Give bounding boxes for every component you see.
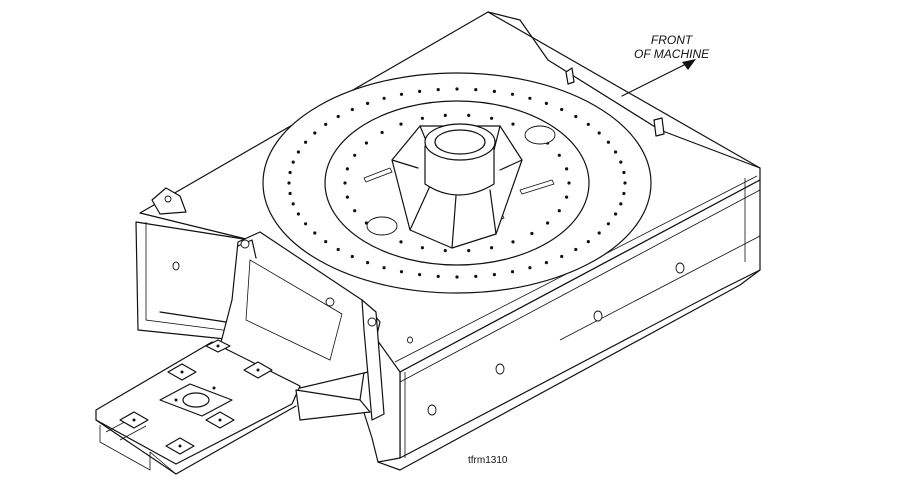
outer-bolt-hole: [619, 160, 623, 164]
outer-bolt-hole: [606, 140, 611, 144]
inner-bolt-hole: [511, 122, 515, 126]
inner-bolt-hole: [530, 231, 534, 236]
outer-bolt-hole: [418, 89, 422, 93]
outer-bolt-hole: [544, 101, 549, 105]
outer-bolt-hole: [560, 254, 564, 259]
outer-bolt-hole: [528, 266, 532, 270]
inner-bolt-hole: [565, 195, 569, 199]
outer-bolt-hole: [287, 181, 291, 185]
inner-bolt-hole: [364, 141, 368, 145]
outer-bolt-hole: [544, 261, 549, 265]
front-label-line1: FRONT: [650, 33, 693, 47]
outer-bolt-hole: [455, 87, 459, 91]
inner-bolt-hole: [490, 246, 494, 250]
outer-bolt-hole: [510, 270, 515, 274]
inner-bolt-hole: [399, 122, 403, 126]
outer-bolt-hole: [324, 122, 328, 126]
outer-bolt-hole: [382, 266, 386, 270]
inner-bolt-hole: [399, 240, 403, 244]
outer-bolt-hole: [313, 131, 317, 135]
inner-bolt-hole: [420, 246, 424, 250]
outer-bolt-hole: [614, 212, 618, 216]
outer-bolt-hole: [291, 160, 295, 164]
outer-bolt-hole: [350, 107, 354, 112]
outer-bolt-hole: [606, 222, 611, 226]
outer-bolt-hole: [418, 273, 422, 277]
outer-bolt-hole: [474, 88, 478, 92]
outer-bolt-hole: [614, 150, 618, 154]
outer-bolt-hole: [291, 202, 295, 206]
outer-bolt-hole: [492, 89, 496, 93]
outer-bolt-hole: [619, 202, 623, 206]
outer-bolt-hole: [492, 273, 496, 277]
outer-bolt-hole: [586, 122, 590, 126]
outer-bolt-hole: [623, 181, 627, 185]
outer-bolt-hole: [474, 274, 478, 278]
front-of-machine-label: FRONT OF MACHINE: [634, 33, 709, 61]
boom-foot-bracket: [219, 231, 413, 421]
inner-bolt-hole: [490, 116, 494, 120]
side-wall-holes: [427, 262, 685, 416]
outer-bolt-hole: [574, 114, 578, 119]
inner-bolt-hole: [546, 221, 550, 225]
inner-bolt-hole: [353, 153, 357, 157]
outer-bolt-hole: [586, 240, 590, 244]
inner-bolt-hole: [353, 209, 357, 213]
outer-bolt-hole: [324, 240, 328, 244]
boom-mount-box: [135, 187, 251, 341]
outer-bolt-hole: [296, 150, 300, 154]
outer-bolt-hole: [399, 92, 404, 96]
outer-bolt-hole: [304, 222, 308, 226]
outer-bolt-hole: [382, 96, 386, 100]
front-direction-arrow: [621, 59, 696, 97]
inner-bolt-hole: [557, 153, 561, 157]
outer-bolt-hole: [399, 270, 404, 274]
outer-bolt-hole: [597, 231, 601, 235]
inner-bolt-hole: [467, 113, 471, 117]
outer-bolt-hole: [455, 275, 459, 279]
outer-bolt-hole: [436, 88, 440, 92]
outer-bolt-hole: [436, 274, 440, 278]
outer-bolt-circle: [287, 87, 627, 279]
center-pivot-post: [391, 123, 523, 249]
outer-bolt-hole: [288, 191, 292, 196]
outer-bolt-hole: [560, 107, 564, 112]
front-label-line2: OF MACHINE: [634, 47, 710, 61]
outer-bolt-hole: [366, 101, 370, 105]
inner-bolt-hole: [443, 249, 447, 253]
inner-bolt-hole: [567, 181, 571, 185]
outer-bolt-hole: [304, 140, 308, 144]
outer-bolt-hole: [336, 247, 340, 252]
inner-bolt-hole: [345, 167, 349, 171]
outer-bolt-hole: [622, 170, 626, 175]
inner-bolt-hole: [557, 209, 561, 213]
outer-bolt-hole: [313, 231, 317, 235]
inner-bolt-hole: [443, 113, 447, 117]
outer-bolt-hole: [288, 170, 292, 175]
inner-bolt-hole: [565, 167, 569, 171]
inner-bolt-hole: [420, 116, 424, 120]
inner-bolt-hole: [467, 249, 471, 253]
outer-bolt-hole: [622, 191, 626, 196]
outer-bolt-hole: [366, 261, 370, 265]
outer-bolt-hole: [574, 247, 578, 252]
inner-bolt-hole: [345, 195, 349, 199]
outer-bolt-hole: [597, 131, 601, 135]
outer-bolt-hole: [528, 96, 532, 100]
inner-bolt-hole: [511, 240, 515, 244]
outer-bolt-hole: [336, 114, 340, 119]
outer-bolt-hole: [350, 254, 354, 259]
outer-bolt-hole: [510, 92, 515, 96]
drawing-id-label: tfrm1310: [468, 455, 508, 466]
platform-pads: [119, 339, 273, 455]
lifting-lugs: [565, 67, 665, 137]
outer-bolt-hole: [296, 212, 300, 216]
inner-bolt-hole: [380, 130, 384, 135]
inner-bolt-hole: [343, 181, 347, 185]
